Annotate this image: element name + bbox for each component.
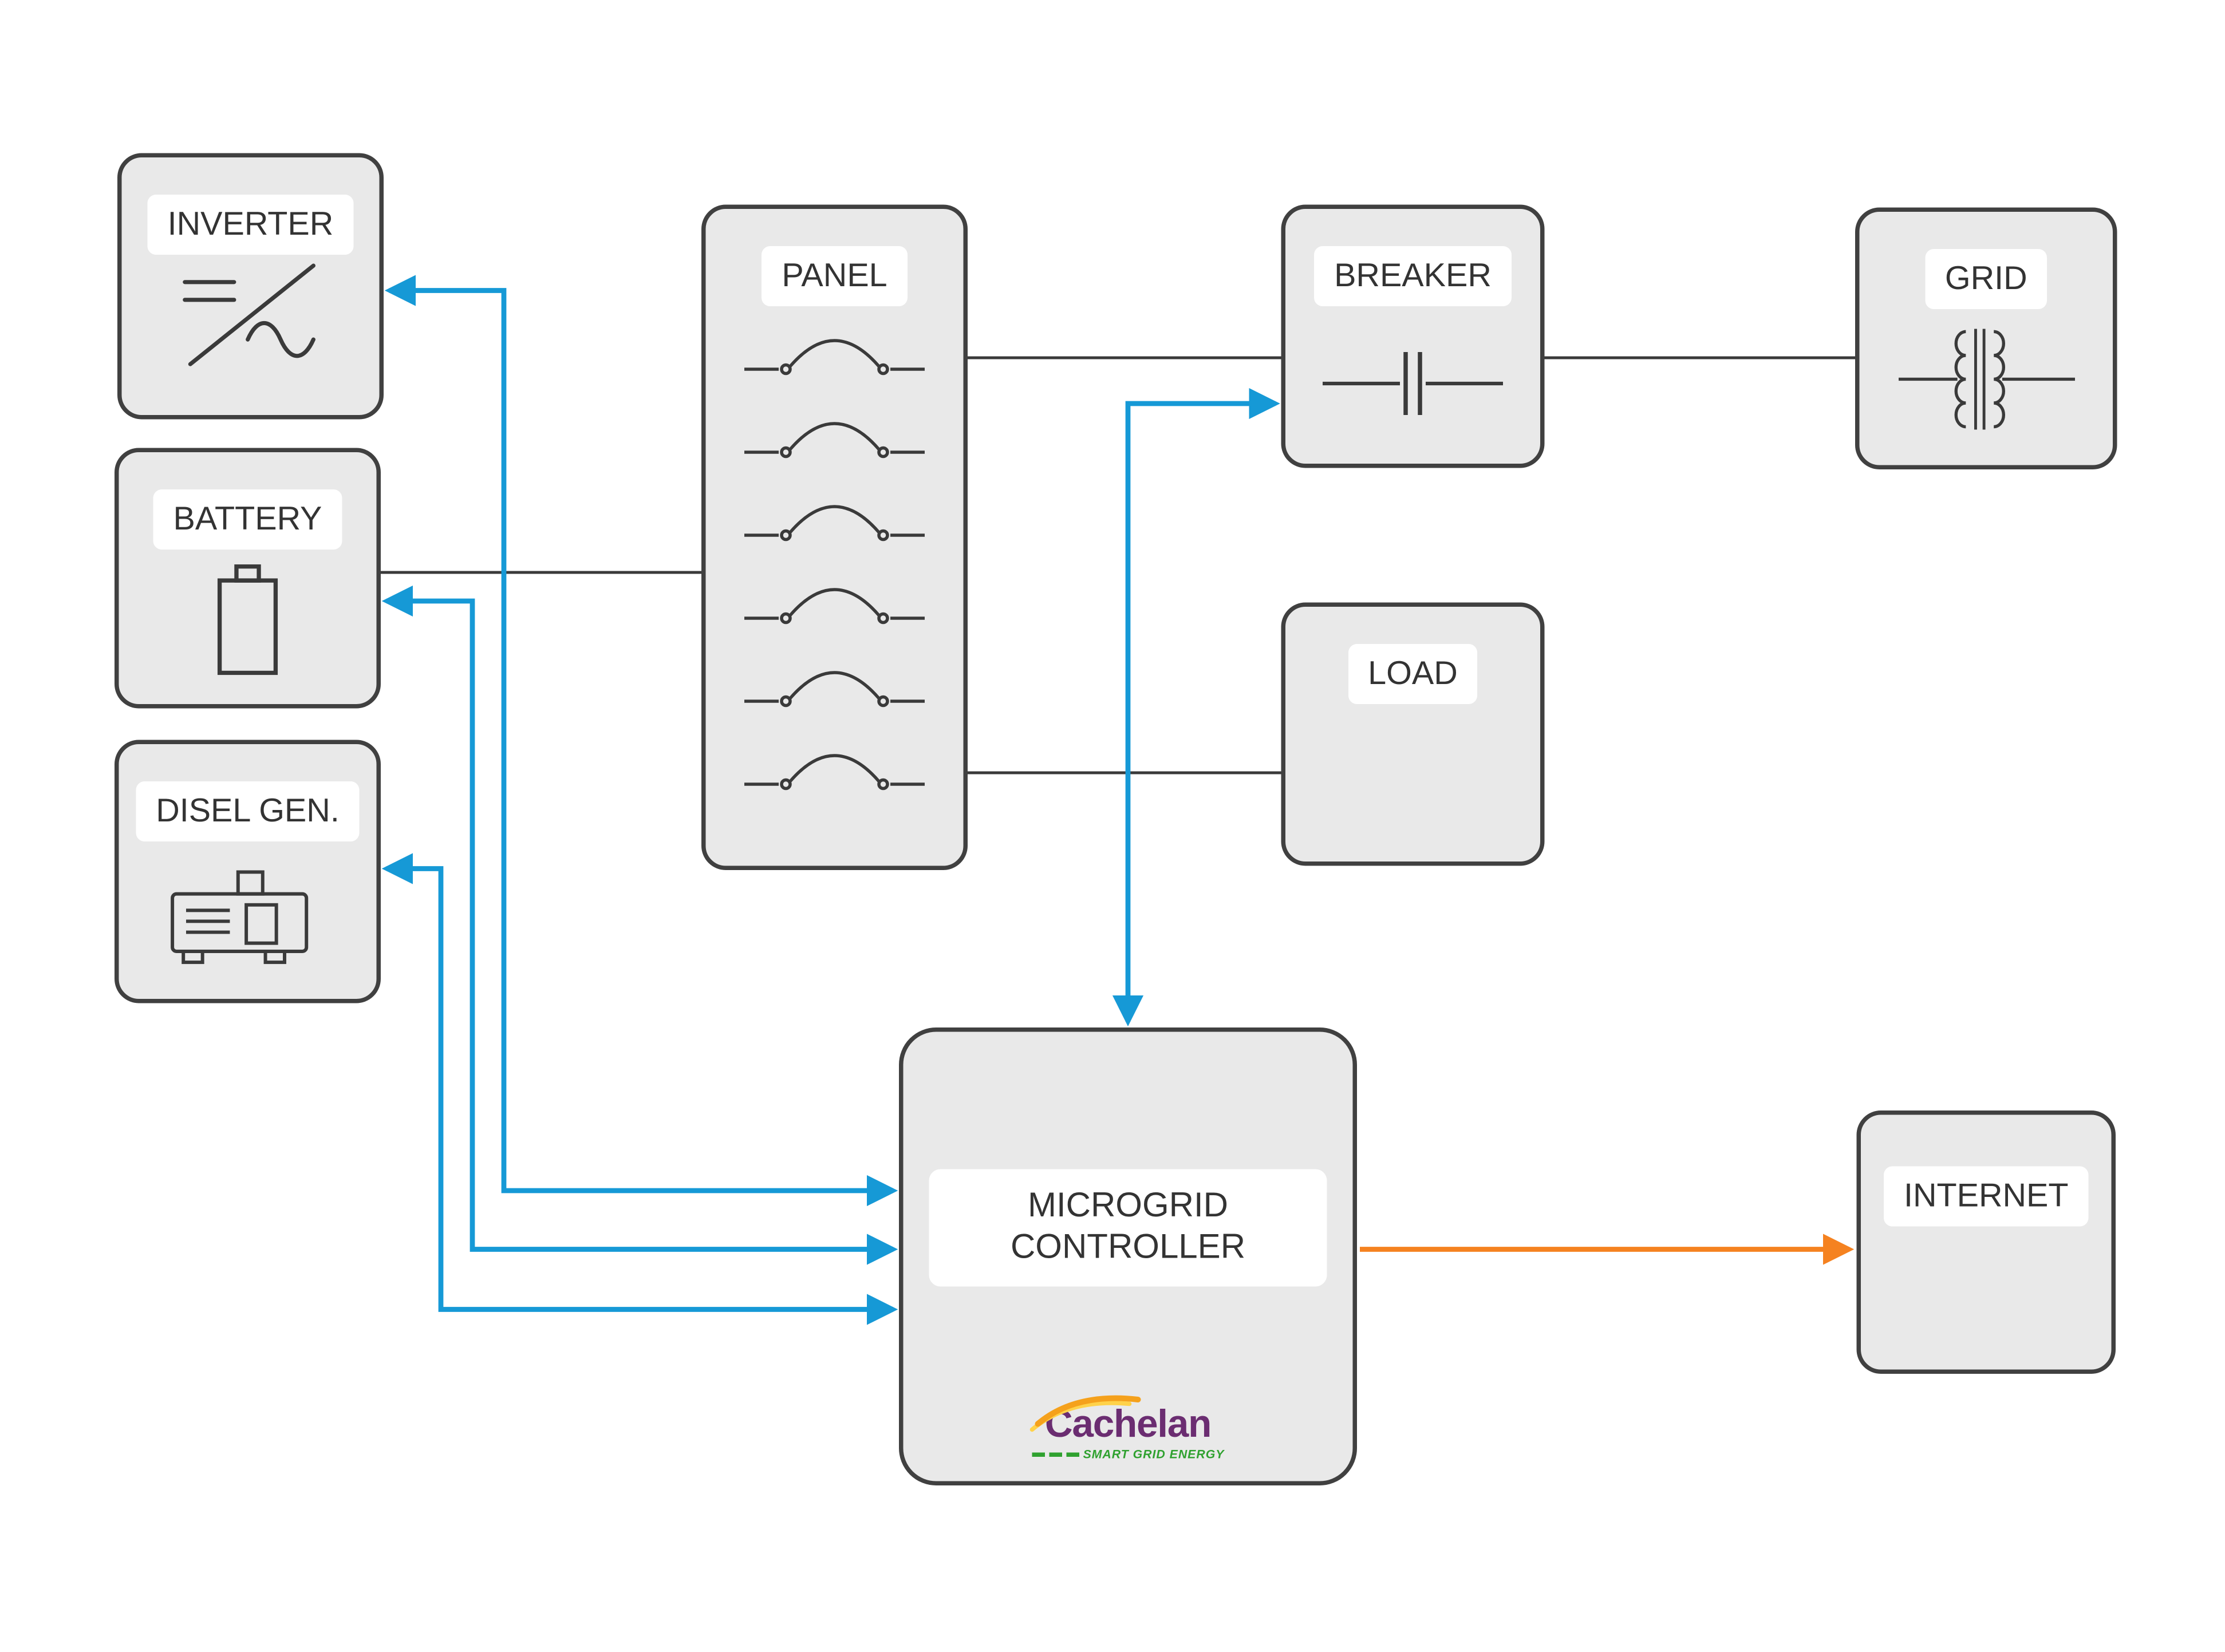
switch-icon (744, 504, 925, 541)
load-label: LOAD (1348, 644, 1478, 704)
inverter-icon (183, 263, 315, 366)
battery-label: BATTERY (153, 489, 342, 549)
internet-label: INTERNET (1884, 1166, 2089, 1226)
node-load: LOAD (1281, 602, 1545, 866)
node-diesel-gen: DISEL GEN. (115, 740, 381, 1003)
switch-icon (744, 338, 925, 375)
logo-dash (1066, 1452, 1079, 1456)
wire-controller-diesel-gen (381, 853, 898, 1325)
battery-icon (217, 563, 278, 675)
switch-icon (744, 670, 925, 707)
node-inverter: INVERTER (117, 153, 384, 420)
logo-name: Cachelan (1044, 1402, 1212, 1445)
cachelan-logo: Cachelan SMART GRID ENERGY (1029, 1395, 1225, 1461)
node-grid: GRID (1855, 207, 2117, 469)
diesel-gen-label: DISEL GEN. (136, 781, 360, 841)
node-microgrid-controller: MICROGRID CONTROLLER Cachelan SMART GRID… (899, 1027, 1357, 1485)
logo-tagline: SMART GRID ENERGY (1031, 1447, 1225, 1461)
wire-controller-breaker (1112, 388, 1280, 1027)
switch-icon (744, 587, 925, 624)
node-internet: INTERNET (1856, 1110, 2116, 1374)
microgrid-controller-label: MICROGRID CONTROLLER (929, 1169, 1327, 1286)
logo-swoosh-icon (1029, 1395, 1141, 1432)
switch-icon (744, 421, 925, 458)
node-breaker: BREAKER (1281, 204, 1545, 468)
breaker-icon (1323, 351, 1503, 414)
breaker-label: BREAKER (1314, 246, 1512, 306)
panel-label: PANEL (762, 246, 908, 306)
switch-icon (744, 753, 925, 790)
transformer-icon (1897, 328, 2074, 429)
inverter-label: INVERTER (147, 195, 354, 254)
logo-dash (1048, 1452, 1062, 1456)
logo-dash (1031, 1452, 1045, 1456)
node-panel: PANEL (701, 204, 968, 870)
grid-label: GRID (1924, 249, 2048, 309)
breaker-switch-list (741, 320, 928, 809)
diesel-generator-icon (171, 870, 309, 964)
node-battery: BATTERY (115, 448, 381, 709)
